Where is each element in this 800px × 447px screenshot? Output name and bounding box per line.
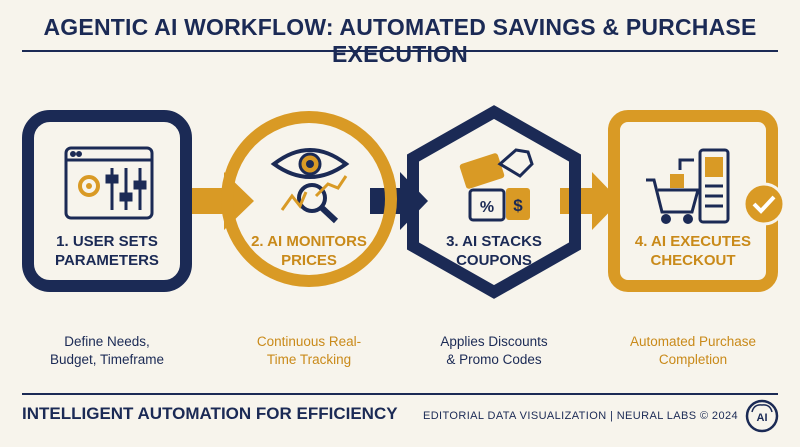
step-4-desc-line2: Completion [658,352,728,367]
step-2-frame [221,111,397,287]
step-3-label: 3. AI STACKS COUPONS [419,232,569,270]
ai-brain-logo-icon: AI [745,399,779,433]
step-4-label: 4. AI EXECUTES CHECKOUT [618,232,768,270]
footer-credit: EDITORIAL DATA VISUALIZATION | NEURAL LA… [422,410,738,422]
step-2-description: Continuous Real- Time Tracking [224,333,394,369]
step-1-desc-line2: Budget, Timeframe [49,352,165,367]
ai-badge-text: AI [757,412,768,424]
settings-sliders-icon [64,146,154,220]
step-3-description: Applies Discounts & Promo Codes [409,333,579,369]
page-title: AGENTIC AI WORKFLOW: AUTOMATED SAVINGS &… [43,14,757,67]
step-3-desc-line2: & Promo Codes [446,352,542,367]
svg-text:%: % [480,199,494,216]
step-3-desc-line1: Applies Discounts [440,334,548,349]
step-1-title-line1: 1. USER SETS [56,233,158,250]
eye-magnifier-icon [270,148,350,224]
step-1-title-line2: PARAMETERS [55,252,159,269]
step-4-desc-line1: Automated Purchase [629,334,757,349]
step-4-title-line1: 4. AI EXECUTES [634,233,752,250]
coupons-icon: % $ [459,148,534,222]
bottom-divider [22,393,778,395]
step-2-desc-line2: Time Tracking [266,352,352,367]
top-divider [22,50,778,52]
step-1-description: Define Needs, Budget, Timeframe [22,333,192,369]
step-4-description: Automated Purchase Completion [608,333,778,369]
step-2-desc-line1: Continuous Real- [256,334,362,349]
arrow-2 [370,172,428,230]
svg-text:$: $ [513,196,523,215]
step-2-label: 2. AI MONITORS PRICES [234,232,384,270]
step-3-frame [407,105,581,299]
cart-terminal-icon [646,148,730,224]
step-2-title-line2: PRICES [281,252,337,269]
check-badge-icon [742,182,786,226]
step-1-desc-line1: Define Needs, [64,334,150,349]
step-1-frame [22,110,192,292]
step-4-title-line2: CHECKOUT [650,252,736,269]
footer-tagline: INTELLIGENT AUTOMATION FOR EFFICIENCY [22,404,398,423]
step-1-label: 1. USER SETS PARAMETERS [32,232,182,270]
step-2-title-line1: 2. AI MONITORS [251,233,367,250]
arrow-1 [186,172,254,230]
step-3-title-line2: COUPONS [456,252,532,269]
step-3-title-line1: 3. AI STACKS [446,233,542,250]
